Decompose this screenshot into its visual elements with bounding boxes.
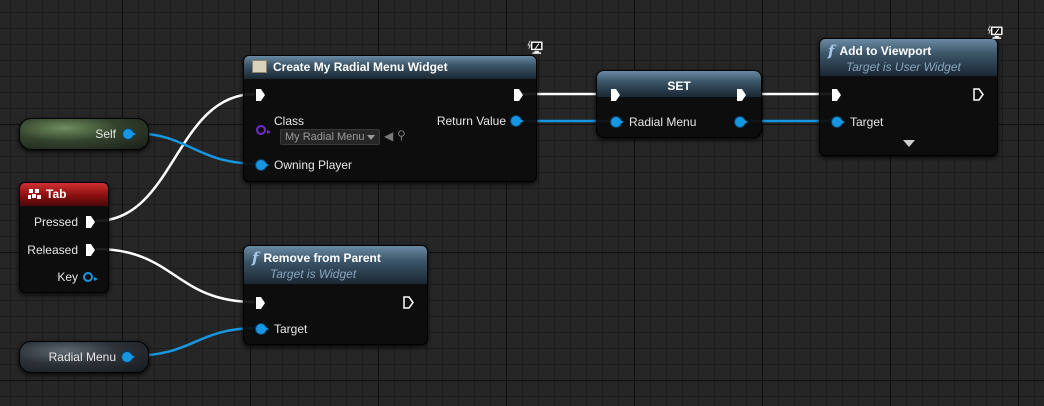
return-value-pin[interactable] xyxy=(511,116,524,126)
owning-player-pin[interactable] xyxy=(256,160,269,170)
set-exec-out[interactable] xyxy=(737,89,746,101)
remove-from-parent-subtitle: Target is Widget xyxy=(270,267,357,281)
key-pin-label: Key xyxy=(57,270,78,284)
browse-search-icon[interactable]: ⚲ xyxy=(397,128,406,142)
radial-menu-output-pin[interactable] xyxy=(122,352,135,362)
add-to-viewport-exec-in[interactable] xyxy=(832,89,841,101)
released-pin-label: Released xyxy=(27,243,78,257)
latent-monitor-icon xyxy=(527,40,543,54)
add-to-viewport-node[interactable]: f Add to Viewport Target is User Widget T… xyxy=(819,38,998,156)
remove-from-parent-target-label: Target xyxy=(274,322,308,336)
tab-node-title: Tab xyxy=(46,186,67,201)
key-output-pin[interactable] xyxy=(83,272,98,282)
radial-menu-getter-label: Radial Menu xyxy=(48,350,116,364)
self-label: Self xyxy=(95,127,116,141)
exec-wire-pressed-to-create xyxy=(95,92,256,223)
class-dropdown[interactable]: My Radial Menu xyxy=(280,129,381,145)
self-node[interactable]: Self xyxy=(19,118,149,150)
tab-node-header: Tab xyxy=(20,183,108,206)
object-wire-radial-to-target xyxy=(129,326,260,358)
exec-wire-released-to-remove xyxy=(95,247,256,304)
add-to-viewport-exec-out[interactable] xyxy=(973,88,984,101)
object-wire-self-to-owning xyxy=(130,131,260,166)
self-output-pin[interactable] xyxy=(123,129,136,139)
create-widget-exec-out[interactable] xyxy=(514,89,523,101)
set-output-pin[interactable] xyxy=(735,117,748,127)
set-node-header: SET xyxy=(597,71,761,97)
set-node[interactable]: SET Radial Menu xyxy=(596,70,762,138)
pressed-pin-label: Pressed xyxy=(33,215,78,229)
add-to-viewport-target-pin[interactable] xyxy=(832,117,845,127)
return-value-label: Return Value xyxy=(436,114,506,128)
owning-player-label: Owning Player xyxy=(274,158,353,172)
set-input-pin[interactable] xyxy=(611,117,624,127)
add-to-viewport-title: Add to Viewport xyxy=(839,44,932,58)
create-widget-node[interactable]: Create My Radial Menu Widget Class My Ra… xyxy=(243,55,537,182)
keyboard-key-icon xyxy=(28,187,41,200)
function-icon: f xyxy=(252,249,259,267)
set-node-title: SET xyxy=(667,78,691,93)
remove-from-parent-exec-out[interactable] xyxy=(403,296,414,309)
class-input-pin[interactable] xyxy=(256,125,271,135)
pressed-exec-pin[interactable] xyxy=(86,216,95,228)
tab-event-node[interactable]: Tab Pressed Released Key xyxy=(19,182,109,293)
remove-from-parent-exec-in[interactable] xyxy=(256,297,265,309)
class-dropdown-value: My Radial Menu xyxy=(285,131,365,143)
create-widget-exec-in[interactable] xyxy=(256,89,265,101)
expand-advanced-arrow-icon[interactable] xyxy=(903,140,915,147)
create-widget-header: Create My Radial Menu Widget xyxy=(244,56,536,79)
remove-from-parent-header: f Remove from Parent Target is Widget xyxy=(244,246,427,284)
function-icon: f xyxy=(828,42,835,60)
widget-icon xyxy=(252,60,267,74)
add-to-viewport-header: f Add to Viewport Target is User Widget xyxy=(820,39,997,76)
create-widget-title: Create My Radial Menu Widget xyxy=(273,59,448,74)
add-to-viewport-subtitle: Target is User Widget xyxy=(846,60,961,74)
remove-from-parent-title: Remove from Parent xyxy=(263,251,381,265)
set-exec-in[interactable] xyxy=(611,89,620,101)
remove-from-parent-node[interactable]: f Remove from Parent Target is Widget Tar… xyxy=(243,245,428,345)
use-selected-arrow-icon[interactable]: ◀ xyxy=(384,129,394,143)
released-exec-pin[interactable] xyxy=(86,244,95,256)
radial-menu-getter-node[interactable]: Radial Menu xyxy=(19,341,149,373)
remove-from-parent-target-pin[interactable] xyxy=(256,324,269,334)
set-var-label: Radial Menu xyxy=(629,115,697,129)
add-to-viewport-target-label: Target xyxy=(850,115,884,129)
latent-monitor-icon xyxy=(987,25,1003,39)
chevron-down-icon xyxy=(367,134,376,140)
class-label: Class xyxy=(274,114,305,128)
